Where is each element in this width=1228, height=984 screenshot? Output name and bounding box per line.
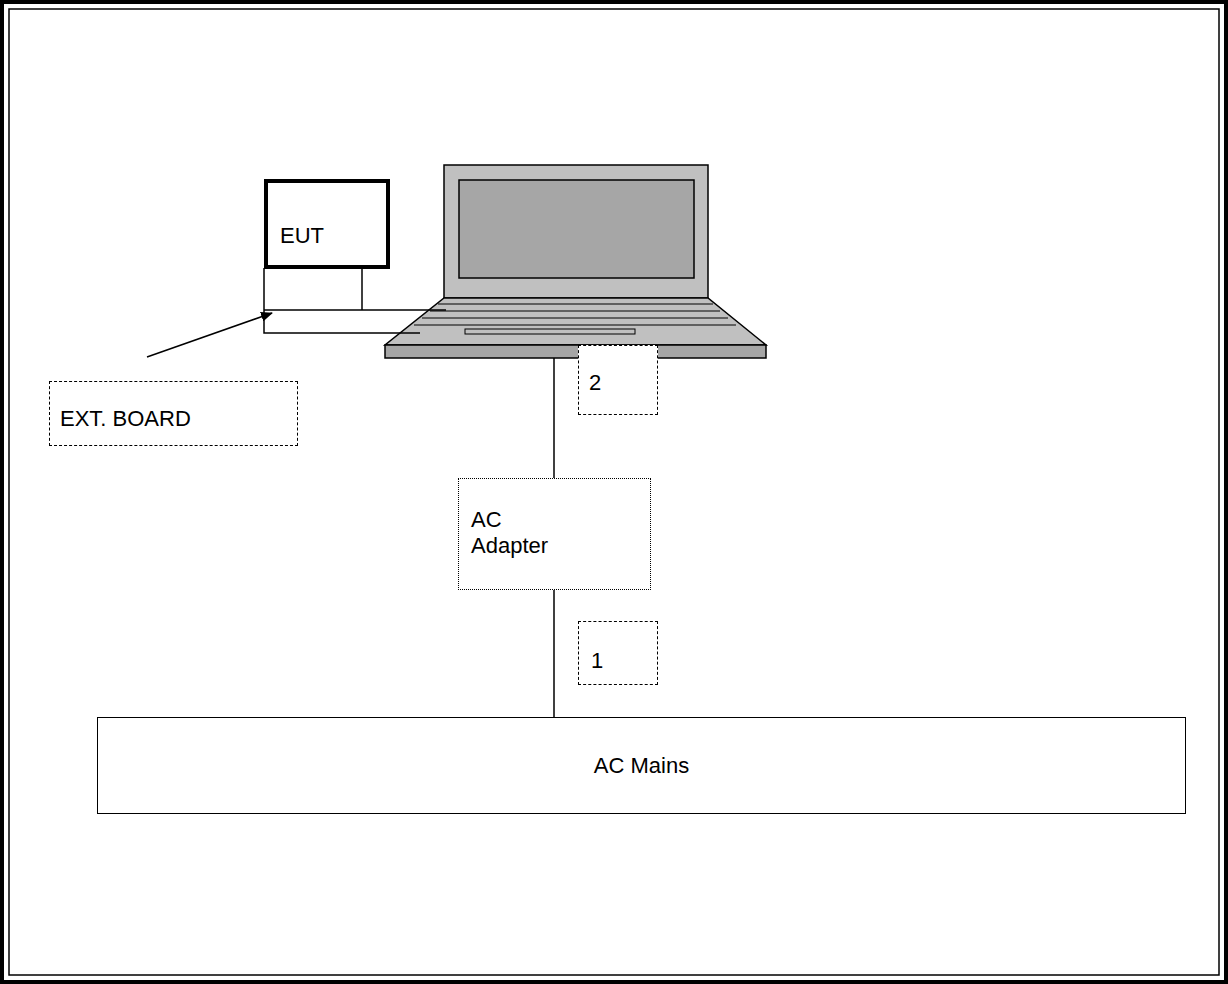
eut-box: EUT [264, 179, 390, 269]
leader-arrow [147, 313, 272, 357]
callout-number: 2 [578, 345, 658, 415]
node-text: EXT. BOARD [60, 406, 297, 432]
callout-number: 1 [578, 621, 658, 685]
node-text: AC Mains [98, 753, 1185, 779]
adapter-box: AC Adapter [458, 478, 651, 590]
node-text: 2 [589, 370, 657, 396]
inner-frame [9, 9, 1219, 975]
power-cable [553, 358, 555, 478]
node-text: 1 [591, 648, 657, 674]
connector [553, 590, 555, 717]
laptop [385, 165, 766, 358]
mains-box: AC Mains [97, 717, 1186, 814]
callout-box: EXT. BOARD [49, 381, 298, 446]
node-text: AC Adapter [471, 507, 571, 559]
ext-board-wires [264, 268, 446, 333]
node-text: EUT [280, 223, 386, 249]
